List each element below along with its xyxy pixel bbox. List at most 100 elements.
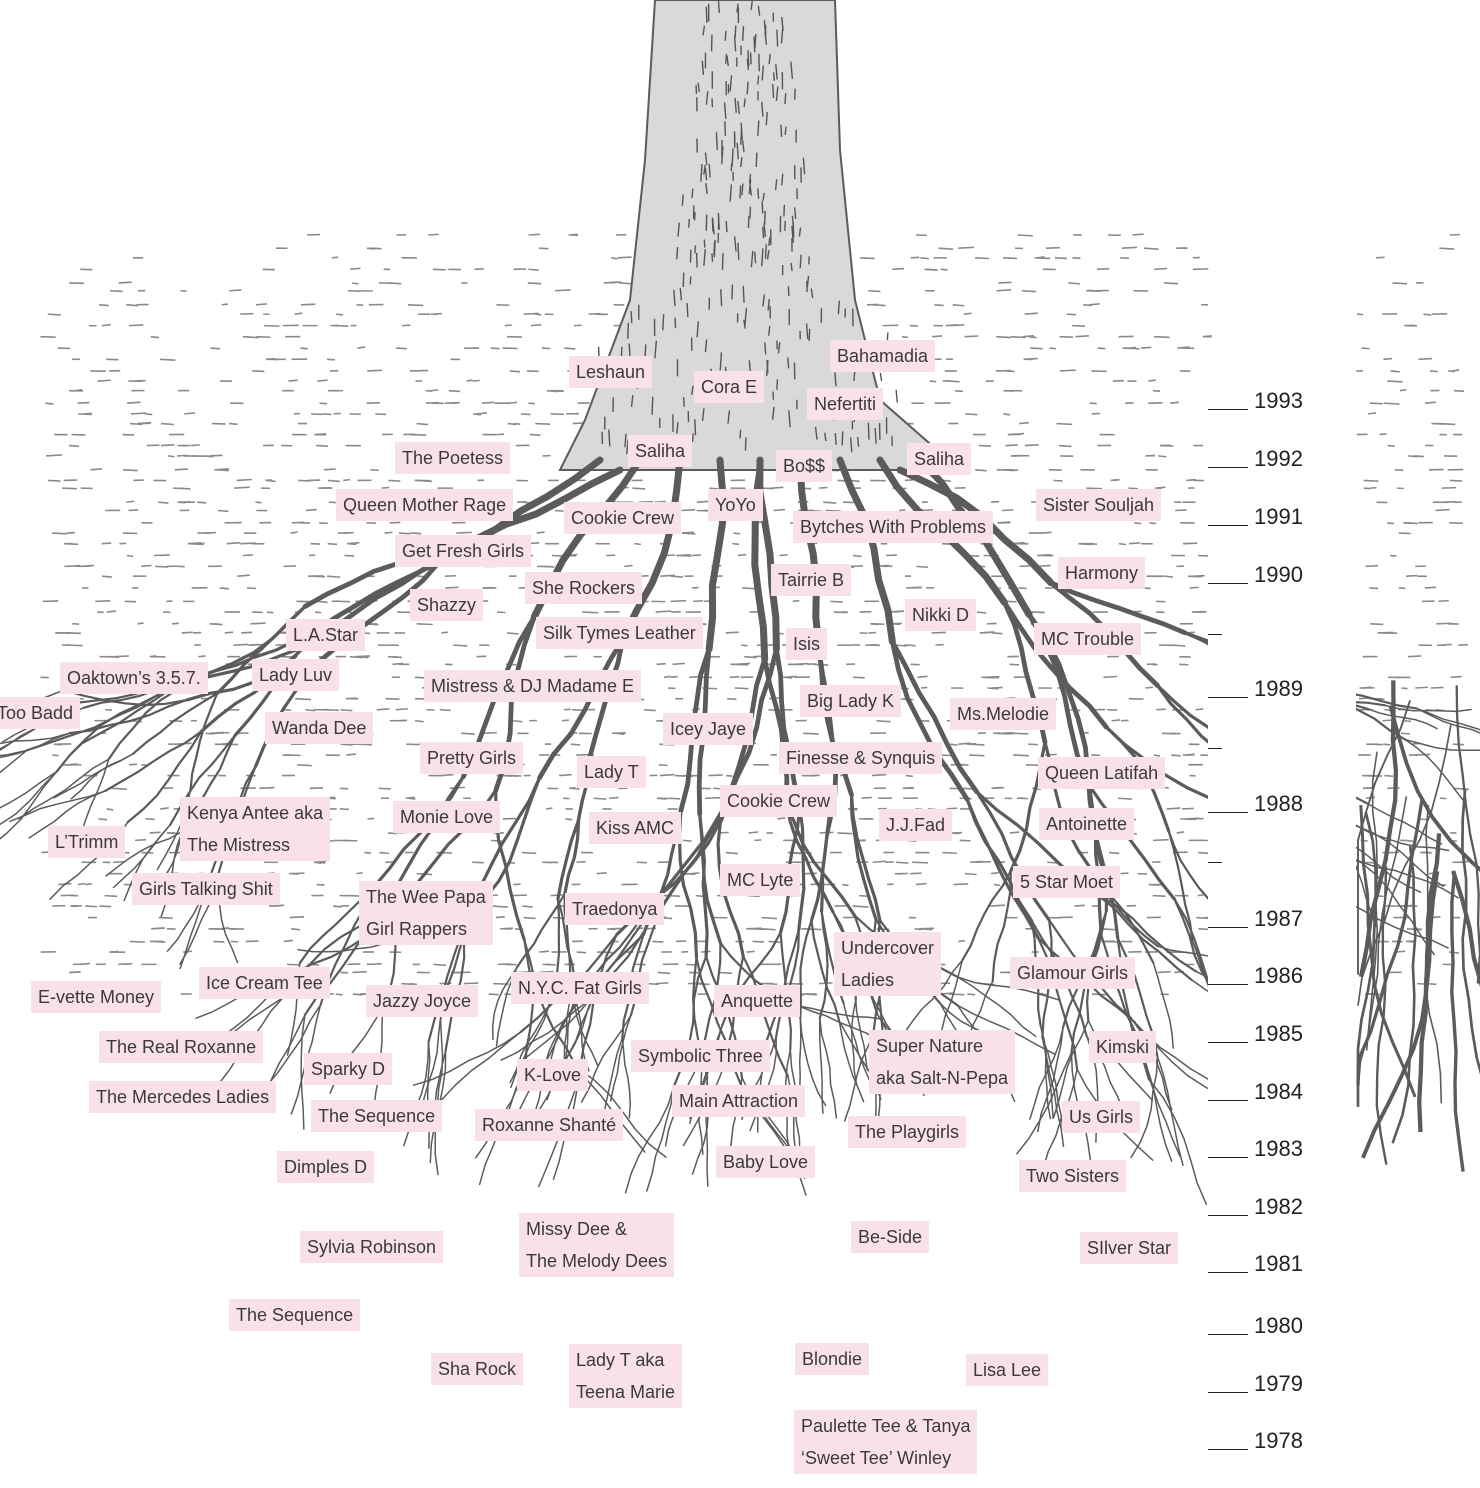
ground-dash [215,733,230,734]
bark-mark [652,397,653,415]
ground-dash [184,413,195,414]
label-line: Undercover [841,932,934,964]
ground-dash [744,657,756,658]
ground-dash [78,414,92,415]
ground-dash [958,247,974,248]
half-year-tick [1208,634,1222,635]
ground-dash [336,994,343,995]
ground-dash [431,390,439,391]
ground-dash [315,612,321,613]
ground-dash [726,853,738,854]
ground-dash [274,905,284,906]
ground-dash [930,381,937,382]
ground-dash [107,809,114,810]
label-text: Kimski [1096,1037,1149,1057]
ground-dash [1454,391,1464,392]
ground-dash [569,234,578,235]
year-rule [1208,927,1248,928]
label-the-playgirls: The Playgirls [848,1116,966,1148]
ground-dash [1059,446,1071,447]
ground-dash [1408,456,1417,457]
bark-mark [726,54,727,64]
ground-dash [1025,445,1039,446]
ground-dash [150,832,161,833]
bark-mark [631,311,632,323]
bark-mark [692,189,693,198]
bark-mark [625,434,626,448]
ground-dash [496,917,505,918]
ground-dash [48,314,61,315]
ground-dash [686,964,696,965]
year-label: 1991 [1208,504,1303,530]
ground-dash [1362,348,1370,349]
bark-mark [782,174,783,186]
bark-mark [875,428,876,444]
bark-mark [706,7,707,23]
label-text: Ice Cream Tee [206,973,323,993]
year-text: 1985 [1254,1021,1303,1046]
ground-dash [344,840,357,841]
year-rule [1208,409,1248,410]
ground-dash [872,775,886,776]
ground-dash [546,808,552,809]
ground-dash [955,391,963,392]
root-branch [1405,740,1464,801]
ground-dash [920,258,928,259]
label-line: The Wee Papa [366,881,486,913]
ground-dash [1419,359,1432,360]
label-big-lady-k: Big Lady K [800,685,901,717]
ground-dash [564,348,575,349]
ground-dash [644,710,656,711]
ground-dash [634,544,640,545]
ground-dash [291,532,298,533]
ground-dash [823,502,836,503]
year-rule [1208,984,1248,985]
root-branch [647,1087,674,1191]
ground-dash [206,733,215,734]
label-text: The Poetess [402,448,503,468]
ground-dash [964,313,972,314]
ground-dash [127,555,133,556]
ground-dash [160,808,168,809]
label-main-attraction: Main Attraction [672,1085,805,1117]
year-text: 1989 [1254,676,1303,701]
ground-dash [932,336,942,337]
label-nyc-fat-girls: N.Y.C. Fat Girls [511,972,649,1004]
label-line: Paulette Tee & Tanya [801,1410,970,1442]
ground-dash [1153,840,1169,841]
ground-dash [1435,510,1449,511]
half-year-tick [1208,862,1222,863]
ground-dash [1378,632,1394,633]
ground-dash [979,446,991,447]
bark-mark [712,253,713,261]
year-label: 1987 [1208,906,1303,932]
label-sparky-d: Sparky D [304,1053,392,1085]
ground-dash [975,862,991,863]
ground-dash [1010,434,1024,435]
year-label: 1981 [1208,1251,1303,1277]
label-line: Girl Rappers [366,913,486,945]
ground-dash [682,533,695,534]
ground-dash [1430,371,1438,372]
bark-mark [716,132,717,150]
ground-dash [842,885,848,886]
ground-dash [91,469,102,470]
ground-dash [1003,470,1015,471]
ground-dash [793,601,800,602]
label-blondie: Blondie [795,1343,869,1375]
ground-dash [191,445,200,446]
label-saliha-left: Saliha [628,435,692,467]
ground-dash [348,544,356,545]
ground-dash [834,612,848,613]
bark-mark [835,433,836,445]
ground-dash [1129,543,1140,544]
ground-dash [1401,733,1410,734]
ground-dash [290,917,304,918]
ground-dash [1186,480,1196,481]
ground-dash [991,873,999,874]
ground-dash [1387,381,1402,382]
label-line: ‘Sweet Tee’ Winley [801,1442,970,1474]
label-text: Two Sisters [1026,1166,1119,1186]
ground-dash [357,347,365,348]
label-antoinette: Antoinette [1039,808,1134,840]
